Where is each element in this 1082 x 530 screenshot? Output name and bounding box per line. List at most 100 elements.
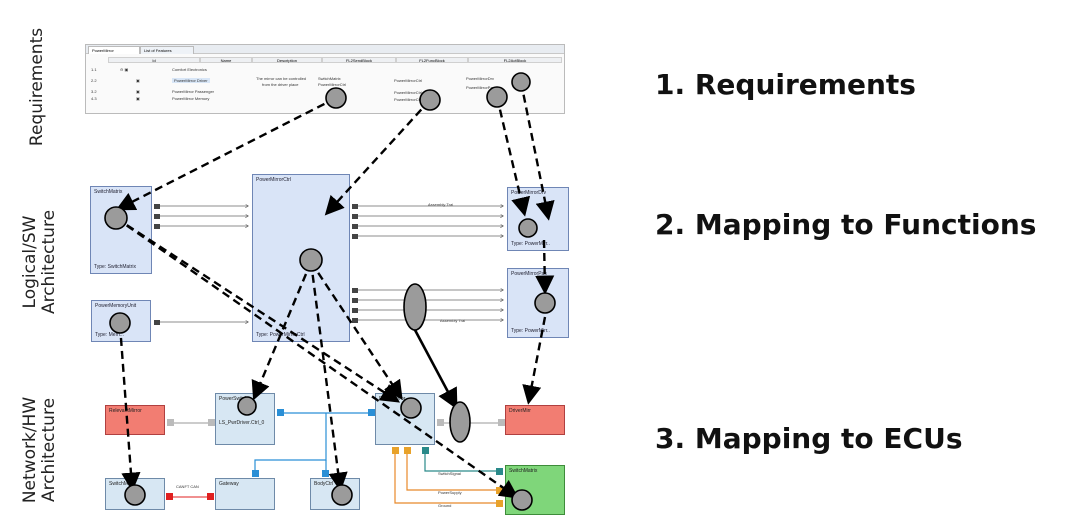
component-type: Type: PowerMirr.. [511, 241, 550, 247]
col-header-funcblock[interactable]: FL2FuncBlock [396, 57, 468, 63]
mapping-marker [534, 292, 556, 314]
ecu-title: RelevantMirror [109, 408, 142, 414]
component-title: PowerMirrorPas [511, 271, 547, 277]
ecu-relevant-mirror[interactable]: RelevantMirror [105, 405, 165, 435]
ecu-subtitle: LS_PwrDriver.Ctrl_0 [219, 420, 265, 426]
mapping-arrow [522, 316, 547, 405]
ecu-title: DriverMirr [509, 408, 531, 414]
row-name: PowerMirror Passenger [172, 89, 215, 94]
mapping-markers [104, 72, 556, 511]
col-header-description[interactable]: Description [252, 57, 322, 63]
col-header-id[interactable]: Id [108, 57, 200, 63]
mapping-arrow [115, 216, 401, 403]
mapping-marker [486, 86, 508, 108]
mapping-marker [237, 396, 257, 416]
table-tabbar: PowerMirror List of Features [86, 45, 564, 54]
act-item: PowerMirrorPas [466, 85, 495, 90]
row-name-selected[interactable]: PowerMirror Driver [172, 78, 210, 83]
mapping-arrow [495, 96, 531, 217]
ecu-title: BodyCtrl [314, 481, 334, 487]
mapping-marker [511, 72, 531, 92]
ground-wire [394, 454, 496, 504]
send-item: PowerMirrorCtrl [318, 82, 346, 87]
ecu-title: SwitchMatrix [509, 468, 538, 474]
power-port [392, 447, 399, 454]
mapping-group-marker [403, 283, 427, 331]
mapping-marker [518, 218, 538, 238]
component-title: PowerMirrorDrv [511, 190, 546, 196]
row-name: Comfort Electronics [172, 67, 207, 72]
hw-port [208, 419, 215, 426]
mapping-marker [299, 248, 323, 272]
wire-label: Ground [438, 503, 452, 508]
ecu-title: Gateway [219, 481, 239, 487]
output-port [352, 204, 358, 209]
mapping-marker [124, 484, 146, 506]
hw-port [167, 419, 174, 426]
ecu-gateway[interactable]: Gateway [215, 478, 275, 510]
func-item: PowerMirrorCtrl [394, 90, 422, 95]
tab-list-of-features[interactable]: List of Features [140, 46, 194, 54]
tree-node-icon: ▣ [136, 78, 140, 83]
col-header-sendblock[interactable]: FL2SendBlock [322, 57, 396, 63]
row-number: 1.1 [91, 67, 97, 72]
component-type: Type: Mem... [95, 332, 124, 338]
mapping-marker [331, 484, 353, 506]
mapping-arrow [118, 324, 141, 492]
row-description: The mirror can be controlled [256, 76, 307, 81]
mapping-arrows [115, 81, 555, 499]
signal-port [422, 447, 429, 454]
output-port [352, 234, 358, 239]
ecu-title: PowerSwitch [219, 396, 248, 402]
component-title: SwitchMatrix [94, 189, 123, 195]
mapping-arrow [519, 81, 555, 221]
bus-wire [254, 413, 327, 470]
connector-label: Assembly Trai [428, 202, 454, 207]
output-port [352, 224, 358, 229]
row-name: PowerMirror Memory [172, 96, 210, 101]
output-port [352, 298, 358, 303]
mapping-arrow [310, 261, 403, 400]
tree-node-icon[interactable]: ⊖ ▣ [120, 67, 129, 72]
func-item: PowerMirrorCtrl [394, 78, 422, 83]
act-item: PowerMirrorDrv [466, 76, 494, 81]
row-number: 2.2 [91, 78, 97, 83]
output-port [352, 318, 358, 323]
output-port [154, 224, 160, 229]
bus-label: CANFT CAN [176, 484, 199, 489]
solid-mapping-arrow [413, 329, 458, 410]
requirements-table: PowerMirror List of Features Id Name Des… [85, 44, 565, 114]
step-mapping-functions: 2. Mapping to Functions [655, 208, 1037, 241]
sw-connectors [160, 206, 503, 322]
mapping-marker [109, 312, 131, 334]
mapping-arrow [115, 217, 519, 499]
can-port [207, 493, 214, 500]
component-type: Type: SwitchMatrix [94, 264, 136, 270]
row-description: from the driver place [262, 82, 299, 87]
tab-powermirror[interactable]: PowerMirror [88, 46, 140, 54]
step-requirements: 1. Requirements [655, 68, 916, 101]
power-port [404, 447, 411, 454]
step-mapping-ecus: 3. Mapping to ECUs [655, 422, 963, 455]
send-item: SwitchMatrix [318, 76, 341, 81]
mapping-arrow [324, 99, 431, 216]
mapping-marker [511, 489, 533, 511]
col-header-actblock[interactable]: FL2ActBlock [468, 57, 562, 63]
bus-port [277, 409, 284, 416]
mapping-arrow [309, 261, 348, 492]
hw-port [498, 419, 505, 426]
component-title: PowerMirrorCtrl [256, 177, 291, 183]
ecu-driver-mirror-actuator[interactable]: DriverMirr [505, 405, 565, 435]
signal-port [496, 468, 503, 475]
output-port [154, 204, 160, 209]
output-port [154, 214, 160, 219]
col-header-name[interactable]: Name [200, 57, 252, 63]
bus-port [368, 409, 375, 416]
mapping-arrow [115, 96, 337, 211]
connector-label: Assembly Trai [440, 318, 466, 323]
mapping-group-marker [449, 401, 471, 443]
mapping-arrow [535, 239, 555, 295]
component-title: PowerMemoryUnit [95, 303, 137, 309]
signal-wire [424, 454, 496, 472]
